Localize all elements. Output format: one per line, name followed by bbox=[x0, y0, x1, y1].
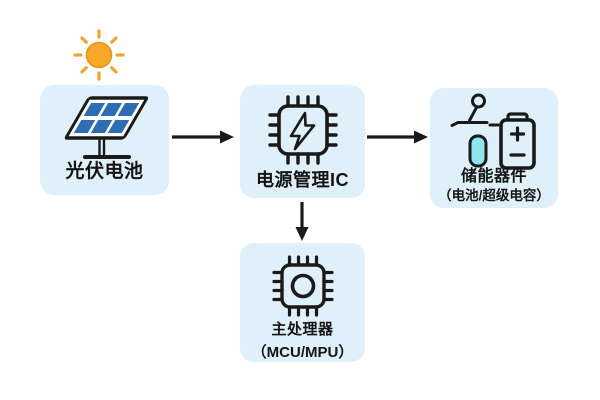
core-circle-glyph bbox=[290, 273, 315, 299]
switch-glyph bbox=[450, 93, 500, 127]
node-energy-storage: 储能器件 （电池/超级电容） bbox=[430, 88, 558, 208]
node-sublabel: （电池/超级电容） bbox=[438, 188, 550, 204]
node-main-processor: 主处理器 （MCU/MPU） bbox=[240, 243, 365, 362]
node-photovoltaic-cell: 光伏电池 bbox=[40, 85, 169, 195]
node-label: 光伏电池 bbox=[65, 161, 144, 182]
arrow-pmic-to-processor bbox=[295, 202, 309, 241]
battery-glyph bbox=[499, 112, 536, 170]
arrow-pmic-to-storage bbox=[367, 130, 428, 144]
node-label: 储能器件 bbox=[460, 168, 527, 185]
node-label: 主处理器 bbox=[271, 321, 334, 338]
supercapacitor-glyph bbox=[468, 134, 488, 168]
node-power-management-ic: 电源管理IC bbox=[240, 85, 365, 198]
node-label: 电源管理IC bbox=[256, 170, 349, 190]
processor-chip-icon bbox=[271, 255, 334, 317]
node-sublabel: （MCU/MPU） bbox=[251, 344, 354, 362]
solar-panel-icon bbox=[64, 96, 148, 159]
arrow-pv-to-pmic bbox=[172, 130, 234, 144]
power-ic-chip-icon bbox=[267, 95, 338, 165]
lightning-bolt-glyph bbox=[289, 111, 315, 151]
battery-supercap-icon bbox=[450, 93, 536, 170]
sun-icon bbox=[73, 29, 125, 81]
